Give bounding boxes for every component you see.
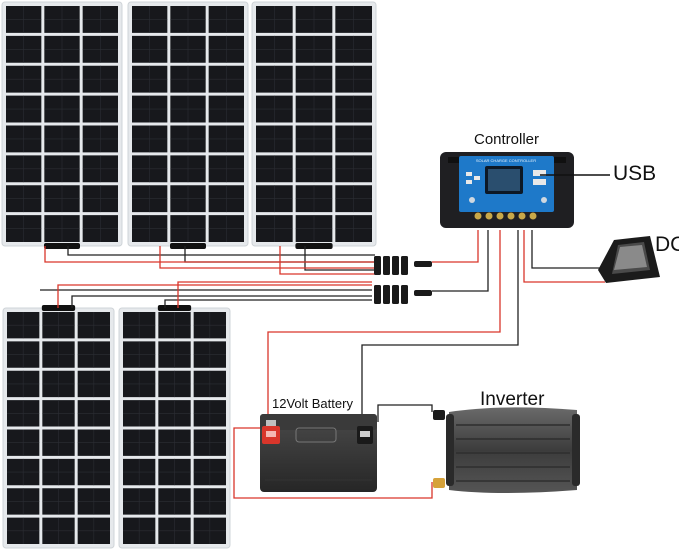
solar-panels bbox=[1, 1, 377, 549]
controller-brand: SOLAR CHARGE CONTROLLER bbox=[476, 158, 536, 163]
solar-panel-3 bbox=[251, 1, 377, 249]
mc4-connectors bbox=[374, 256, 432, 304]
controller-label: Controller bbox=[474, 131, 540, 148]
inverter-label: Inverter bbox=[480, 389, 545, 410]
dc-lamp bbox=[598, 236, 660, 283]
usb-port-2 bbox=[533, 179, 546, 185]
charge-controller: SOLAR CHARGE CONTROLLER bbox=[440, 152, 574, 228]
usb-label: USB bbox=[613, 162, 657, 185]
battery-label: 12Volt Battery bbox=[272, 396, 353, 411]
usb-port-1 bbox=[533, 170, 546, 176]
solar-panel-2 bbox=[127, 1, 249, 249]
battery-12v bbox=[260, 414, 377, 492]
solar-panel-1 bbox=[1, 1, 123, 249]
solar-panel-4 bbox=[2, 305, 115, 549]
dc-label: DC bbox=[655, 233, 679, 256]
inverter-device bbox=[433, 407, 580, 493]
red-wires bbox=[44, 230, 605, 499]
solar-panel-5 bbox=[118, 305, 231, 549]
